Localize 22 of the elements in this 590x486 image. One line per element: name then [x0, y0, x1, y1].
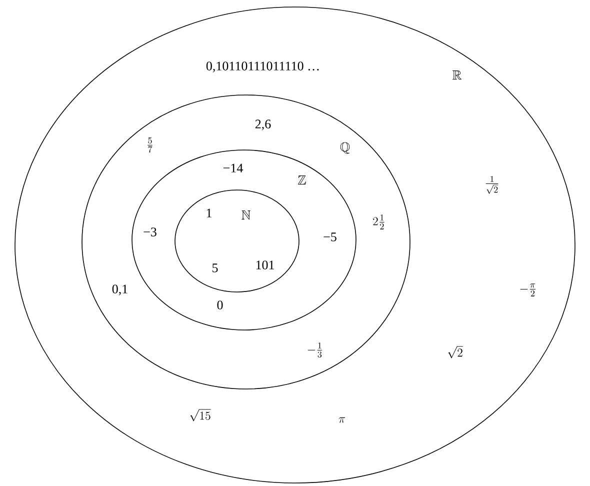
number-label: $\sqrt{2}$	[448, 346, 463, 358]
number-label: −3	[144, 228, 156, 236]
number-label: 0,10110111011110 …	[206, 62, 319, 72]
number-label: $\mathbb{Q}$	[340, 142, 350, 154]
number-label: $-\frac{\pi}{2}$	[520, 284, 536, 296]
number-label: 5	[212, 264, 218, 272]
number-label: −5	[324, 232, 336, 242]
number-label: −14	[223, 164, 243, 172]
number-label: 0,1	[112, 284, 128, 296]
number-label: 101	[256, 260, 274, 270]
number-label: $\frac{1}{\sqrt{2}}$	[486, 176, 498, 194]
number-label: $\mathbb{N}$	[242, 210, 250, 220]
number-label: $\frac{5}{7}$	[148, 137, 152, 153]
number-label: $\pi$	[338, 417, 346, 423]
number-label: $\sqrt{15}$	[190, 409, 211, 422]
number-label: 2,6	[255, 120, 271, 130]
number-label: 1	[206, 208, 212, 218]
number-label: $\mathbb{R}$	[452, 70, 462, 80]
number-label: $\mathbb{Z}$	[298, 176, 306, 184]
number-label: $-\frac{1}{3}$	[308, 342, 322, 358]
number-label: 0	[217, 300, 223, 310]
number-label: $2\frac{1}{2}$	[373, 214, 384, 230]
